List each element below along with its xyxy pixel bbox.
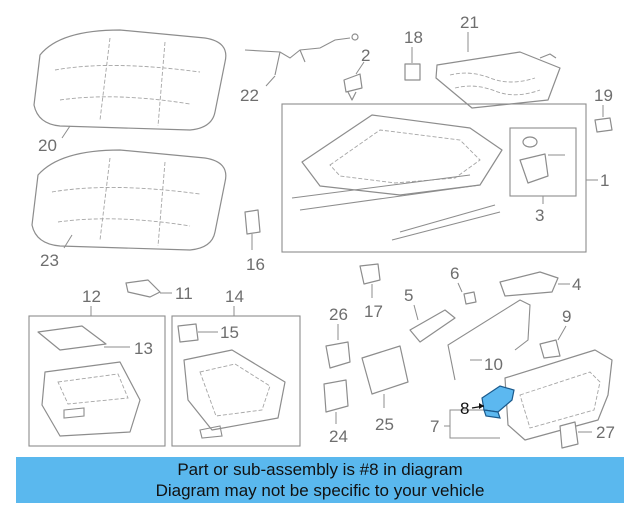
part-14-storage-assembly	[177, 323, 286, 439]
callout-6: 6	[450, 264, 459, 283]
callout-2: 2	[361, 46, 370, 65]
callout-21: 21	[460, 13, 479, 32]
part-12-box	[28, 315, 166, 447]
part-3-motor	[519, 136, 565, 184]
callout-15: 15	[220, 323, 239, 342]
part-24-actuator	[323, 379, 349, 413]
part-2-clip	[343, 73, 363, 101]
part-1-frame-box	[281, 103, 587, 253]
callout-5: 5	[404, 286, 413, 305]
info-banner: Part or sub-assembly is #8 in diagram Di…	[16, 457, 624, 503]
callout-8: 8	[460, 399, 469, 418]
part-14-box	[171, 315, 301, 447]
part-25-motor	[361, 345, 409, 395]
callout-23: 23	[40, 251, 59, 270]
part-16-clip	[244, 209, 261, 235]
part-21-heater-pad	[435, 51, 561, 109]
callout-10: 10	[484, 355, 503, 374]
banner-line-1: Part or sub-assembly is #8 in diagram	[177, 460, 463, 479]
callout-3: 3	[535, 206, 544, 225]
banner-line-2: Diagram may not be specific to your vehi…	[155, 481, 485, 500]
callout-16: 16	[246, 255, 265, 274]
part-1-seat-frame	[291, 114, 503, 241]
part-12-storage-tray	[37, 325, 141, 437]
part-19-clip	[594, 117, 613, 133]
part-27-cap	[559, 421, 579, 449]
callout-9: 9	[562, 307, 571, 326]
part-17-clip	[359, 263, 381, 285]
callout-18: 18	[404, 28, 423, 47]
part-5-trim	[409, 309, 456, 343]
part-10-cable	[447, 299, 531, 381]
callout-27: 27	[596, 423, 615, 442]
part-11-cover	[125, 279, 161, 298]
callout-17: 17	[364, 302, 383, 321]
callout-12: 12	[82, 287, 101, 306]
part-4-cover	[499, 271, 559, 297]
part-7-side-shield	[504, 349, 613, 441]
part-8-highlighted-bracket	[481, 385, 515, 419]
callout-11: 11	[175, 284, 193, 303]
part-26-actuator	[325, 341, 351, 369]
callout-22: 22	[240, 86, 259, 105]
part-23-cushion-pad	[31, 149, 227, 251]
callout-7: 7	[430, 417, 439, 436]
callout-26: 26	[329, 305, 348, 324]
callout-13: 13	[134, 339, 153, 358]
callout-19: 19	[594, 86, 613, 105]
callout-14: 14	[225, 287, 244, 306]
part-6-clip	[463, 291, 477, 305]
part-20-cushion-pad	[33, 29, 227, 131]
part-18-bracket	[404, 63, 421, 81]
part-22-wire-harness	[244, 33, 359, 76]
callout-24: 24	[329, 427, 348, 446]
callout-25: 25	[375, 415, 394, 434]
part-9-knob	[539, 339, 561, 359]
callout-4: 4	[572, 275, 581, 294]
callout-20: 20	[38, 136, 57, 155]
callout-1: 1	[600, 171, 609, 190]
